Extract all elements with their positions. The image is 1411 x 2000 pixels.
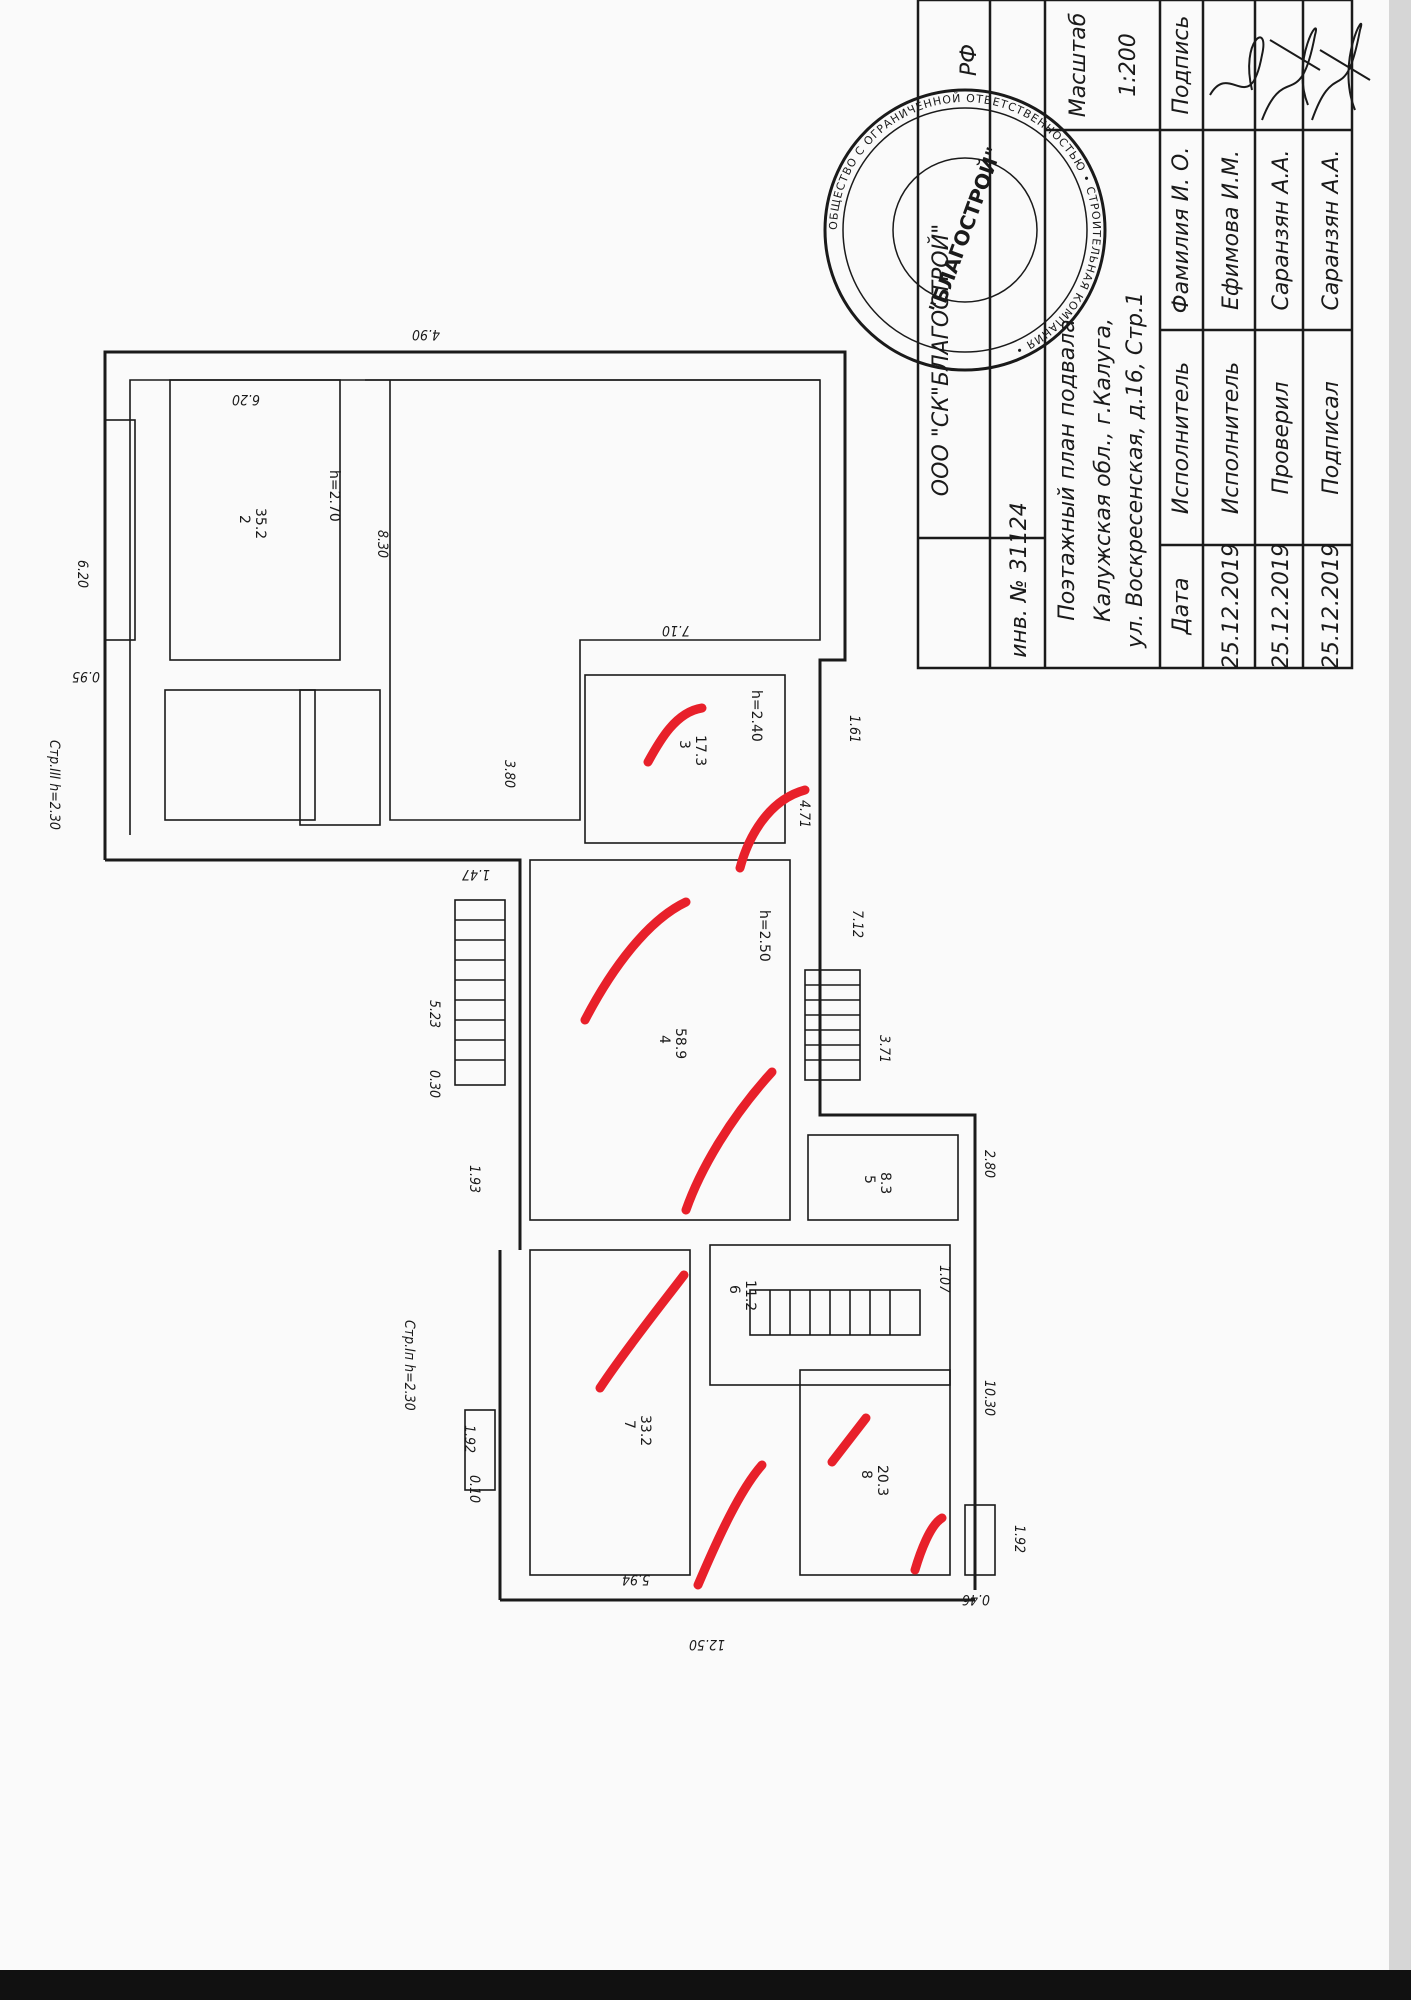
- red-highlight-marks: [580, 703, 947, 1590]
- room-5-area: 8.3: [877, 1172, 893, 1194]
- note-label: Стр.Iп h=2.30: [401, 1320, 417, 1411]
- dimension-label: 5.23: [426, 1000, 442, 1028]
- dimension-label: 3.71: [876, 1035, 892, 1063]
- header-signature: Подпись: [1169, 16, 1194, 115]
- title-block: [916, 0, 1354, 670]
- room-6-area: 11.2: [742, 1280, 758, 1311]
- scale-label: Масштаб: [1066, 13, 1091, 118]
- dimension-label: 1.47: [462, 866, 490, 882]
- room-labels: 2 35.2 h=2.70 3 17.3 h=2.40 4 58.9 h=2.5…: [46, 470, 893, 1496]
- room-3-number: 3: [676, 740, 692, 749]
- dimension-label: 4.90: [412, 326, 440, 342]
- room-2-area: 35.2: [252, 508, 268, 539]
- room-7-area: 33.2: [637, 1415, 653, 1446]
- header-name: Фамилия И. О.: [1169, 147, 1194, 314]
- dimension-label: 0.30: [426, 1070, 442, 1098]
- dimension-label: 7.12: [849, 910, 865, 938]
- dimension-label: 5.94: [622, 1571, 650, 1587]
- organization-name: ООО "СК"БЛАГОСТРОЙ": [928, 224, 954, 496]
- sheet-edge-bottom: [0, 1970, 1411, 2000]
- room-5-number: 5: [861, 1175, 877, 1184]
- row3-date: 25.12.2019: [1319, 543, 1344, 669]
- room-7-number: 7: [621, 1420, 637, 1429]
- inventory-number: инв. № 31124: [1007, 502, 1032, 658]
- dimension-label: 0.95: [72, 668, 100, 684]
- dimension-label: 2.80: [981, 1150, 997, 1178]
- note-label: Стр.III h=2.30: [46, 740, 62, 830]
- row1-role: Исполнитель: [1219, 362, 1244, 515]
- dimension-label: 0.46: [962, 1591, 990, 1607]
- dimension-label: 10.30: [981, 1380, 997, 1416]
- dimension-label: 4.71: [796, 800, 812, 828]
- room-8-area: 20.3: [874, 1465, 890, 1496]
- stair-left: [454, 899, 506, 1086]
- dimension-label: 6.20: [74, 560, 90, 588]
- header-role: Исполнитель: [1169, 362, 1194, 515]
- dimension-label: 1.07: [936, 1265, 952, 1293]
- address-line-2: ул. Воскресенская, д.16, Стр.1: [1123, 292, 1148, 649]
- row2-date: 25.12.2019: [1269, 543, 1294, 669]
- room-3-area: 17.3: [692, 735, 708, 766]
- row2-role: Проверил: [1269, 382, 1294, 495]
- dimension-label: 8.30: [374, 530, 390, 558]
- stair-right: [804, 969, 861, 1081]
- room-6-number: 6: [726, 1285, 742, 1294]
- room-2-number: 2: [236, 515, 252, 524]
- company-seal-stamp: ОБЩЕСТВО С ОГРАНИЧЕННОЙ ОТВЕТСТВЕННОСТЬЮ…: [823, 88, 1107, 372]
- document-title: Поэтажный план подвала: [1055, 319, 1080, 621]
- row3-role: Подписал: [1319, 381, 1344, 495]
- dimension-label: 3.80: [501, 760, 517, 788]
- signature-scribbles: [1209, 22, 1371, 121]
- dimension-label: 7.10: [662, 622, 690, 638]
- room-2-height: h=2.70: [326, 470, 342, 522]
- sheet-edge-right: [1389, 0, 1411, 2000]
- dimension-label: 1.93: [466, 1165, 482, 1193]
- room-4-height: h=2.50: [756, 910, 772, 962]
- row2-name: Саранзян А.А.: [1269, 149, 1294, 310]
- dimension-label: 1.92: [1011, 1525, 1027, 1553]
- plan-walls: [103, 350, 996, 1602]
- row1-name: Ефимова И.М.: [1219, 150, 1244, 310]
- dimension-label: 0.10: [466, 1475, 482, 1503]
- dimension-label: 6.20: [232, 391, 260, 407]
- dimension-label: 12.50: [689, 1636, 725, 1652]
- country-label: РФ: [957, 44, 982, 76]
- address-line-1: Калужская обл., г.Калуга,: [1091, 318, 1116, 622]
- header-date: Дата: [1169, 578, 1194, 636]
- scale-value: 1:200: [1116, 33, 1141, 96]
- room-4-area: 58.9: [672, 1028, 688, 1059]
- stair-room-6: [749, 1289, 921, 1336]
- row3-name: Саранзян А.А.: [1319, 149, 1344, 310]
- row1-date: 25.12.2019: [1219, 543, 1244, 669]
- dimension-label: 1.61: [846, 715, 862, 743]
- room-4-number: 4: [656, 1035, 672, 1044]
- room-3-height: h=2.40: [748, 690, 764, 742]
- dimension-label: 1.92: [461, 1425, 477, 1453]
- room-8-number: 8: [858, 1470, 874, 1479]
- plan-dimensions: 4.90 6.20 0.95 8.30 7.10 3.80 1.61 4.71 …: [72, 326, 1027, 1652]
